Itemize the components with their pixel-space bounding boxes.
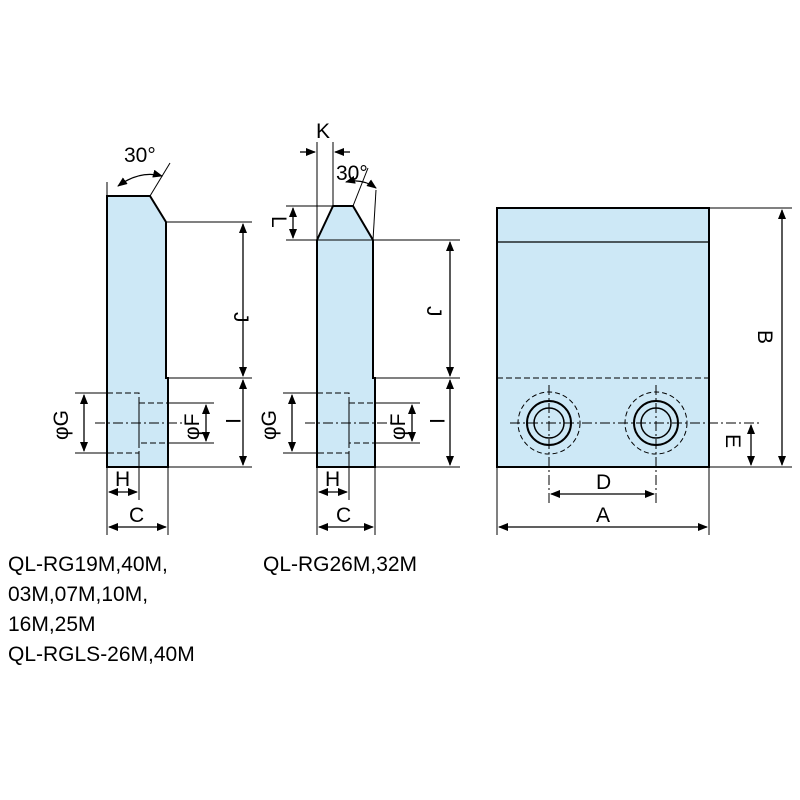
middle-label-H: H <box>325 468 340 491</box>
left-label-I: I <box>221 418 244 424</box>
middle-label-G: φG <box>258 410 281 440</box>
left-label-J: J <box>229 312 252 323</box>
middle-angle-arc <box>345 175 377 189</box>
middle-angle-label: 30° <box>336 162 368 185</box>
left-angle-extension <box>149 162 171 197</box>
front-view: D A B E <box>496 207 792 535</box>
middle-counterbore-hidden <box>316 392 350 454</box>
front-label-B: B <box>753 330 776 344</box>
middle-side-view: K 30° L J I φG φF H <box>258 120 460 535</box>
middle-label-I: I <box>425 418 448 424</box>
middle-model-line-1: QL-RG26M,32M <box>263 553 418 576</box>
middle-label-J: J <box>422 306 445 317</box>
middle-label-K: K <box>316 120 330 143</box>
left-angle-arc <box>117 169 163 187</box>
middle-label-F: φF <box>387 414 410 440</box>
middle-label-C: C <box>336 504 351 527</box>
left-model-caption: QL-RG19M,40M, 03M,07M,10M, 16M,25M QL-RG… <box>8 550 195 670</box>
left-model-line-2: 03M,07M,10M, <box>8 583 149 606</box>
front-jaw-body <box>496 207 710 468</box>
front-label-E: E <box>721 434 744 448</box>
left-label-H: H <box>115 468 130 491</box>
left-label-G: φG <box>50 410 73 440</box>
left-angle-label: 30° <box>124 144 156 167</box>
left-label-C: C <box>129 504 144 527</box>
left-model-line-1: QL-RG19M,40M, <box>8 553 168 576</box>
front-label-A: A <box>596 504 610 527</box>
left-model-line-4: QL-RGLS-26M,40M <box>8 643 195 666</box>
left-jaw-body <box>106 195 169 468</box>
front-label-D: D <box>596 471 611 494</box>
left-model-line-3: 16M,25M <box>8 613 96 636</box>
middle-label-L: L <box>267 216 290 228</box>
middle-model-caption: QL-RG26M,32M <box>263 550 417 580</box>
left-side-view: 30° J I φG φF H C <box>50 144 252 535</box>
left-counterbore-hidden <box>106 392 140 454</box>
middle-jaw-body <box>316 205 376 468</box>
left-label-F: φF <box>181 414 204 440</box>
